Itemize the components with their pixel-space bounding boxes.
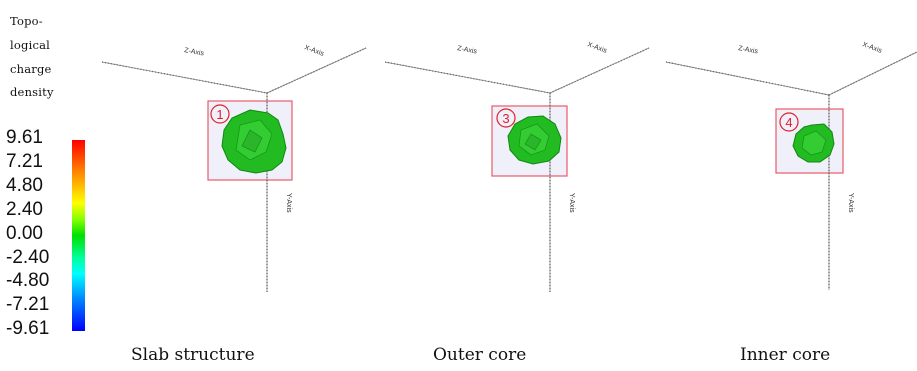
colorbar-tick: -2.40	[6, 246, 50, 268]
x-axis-label: X-Axis	[303, 44, 325, 58]
colorbar-tick: 7.21	[6, 150, 43, 172]
z-axis-line	[384, 61, 551, 94]
z-axis-label: Z-Axis	[184, 47, 205, 57]
y-axis-label: Y-Axis	[847, 193, 854, 213]
region-marker-circle	[496, 108, 516, 128]
x-axis-line	[266, 47, 367, 94]
z-axis-label: Z-Axis	[457, 45, 478, 55]
z-axis-line	[665, 61, 830, 96]
x-axis-line	[828, 51, 917, 96]
region-marker-label: 1	[216, 107, 223, 122]
colorbar	[72, 140, 85, 331]
region-marker-circle	[210, 104, 230, 124]
panel-caption: Slab structure	[131, 345, 255, 365]
x-axis-line	[549, 47, 650, 94]
legend-title-line: density	[10, 85, 54, 100]
x-axis-label: X-Axis	[861, 41, 883, 55]
colorbar-tick: 2.40	[6, 198, 43, 220]
colorbar-tick: 9.61	[6, 127, 43, 148]
region-marker-circle	[779, 112, 799, 132]
legend-title-line: Topo-	[10, 14, 43, 28]
charge-blob	[507, 115, 562, 165]
colorbar-tick: -7.21	[6, 294, 50, 316]
z-axis-label: Z-Axis	[738, 45, 759, 55]
panel-caption: Outer core	[433, 345, 527, 365]
colorbar-tick: -4.80	[6, 270, 50, 292]
panel-caption: Inner core	[740, 345, 831, 365]
charge-blob	[792, 123, 835, 163]
colorbar-ticks: 9.61 7.21 4.80 2.40 0.00 -2.40 -4.80 -7.…	[6, 126, 66, 341]
scene-panel-1: 1 Z-Axis X-Axis Y-Axis	[101, 44, 367, 292]
y-axis-label: Y-Axis	[285, 193, 292, 213]
legend-title-line: logical	[10, 37, 51, 52]
z-axis-line	[101, 61, 268, 94]
region-marker-label: 3	[502, 111, 509, 126]
legend-title: Topo- logical charge density	[10, 10, 70, 105]
region-marker-label: 4	[785, 115, 792, 130]
colorbar-tick: 0.00	[6, 222, 43, 244]
colorbar-tick: 4.80	[6, 174, 43, 196]
y-axis-label: Y-Axis	[568, 193, 575, 213]
scene-panel-3: 4 Z-Axis X-Axis Y-Axis	[665, 41, 917, 290]
charge-blob	[221, 109, 287, 174]
scene-panel-2: 3 Z-Axis X-Axis Y-Axis	[384, 41, 650, 292]
x-axis-label: X-Axis	[586, 41, 608, 55]
legend-title-line: charge	[10, 61, 52, 76]
colorbar-tick: -9.61	[6, 318, 50, 340]
